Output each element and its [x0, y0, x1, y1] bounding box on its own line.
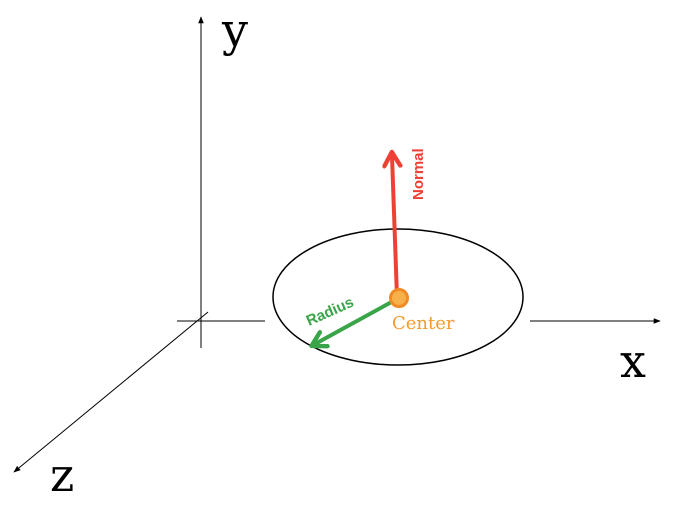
center-label: Center [392, 313, 455, 334]
circle-outline [272, 228, 524, 366]
normal-label: Normal [410, 148, 427, 200]
z-axis [13, 311, 209, 473]
y-axis-label: y [221, 3, 248, 57]
radius-vector [315, 297, 399, 344]
center-point [389, 288, 409, 308]
x-axis-label: x [620, 334, 646, 388]
normal-vector [392, 156, 397, 299]
z-axis-label: z [50, 448, 74, 502]
